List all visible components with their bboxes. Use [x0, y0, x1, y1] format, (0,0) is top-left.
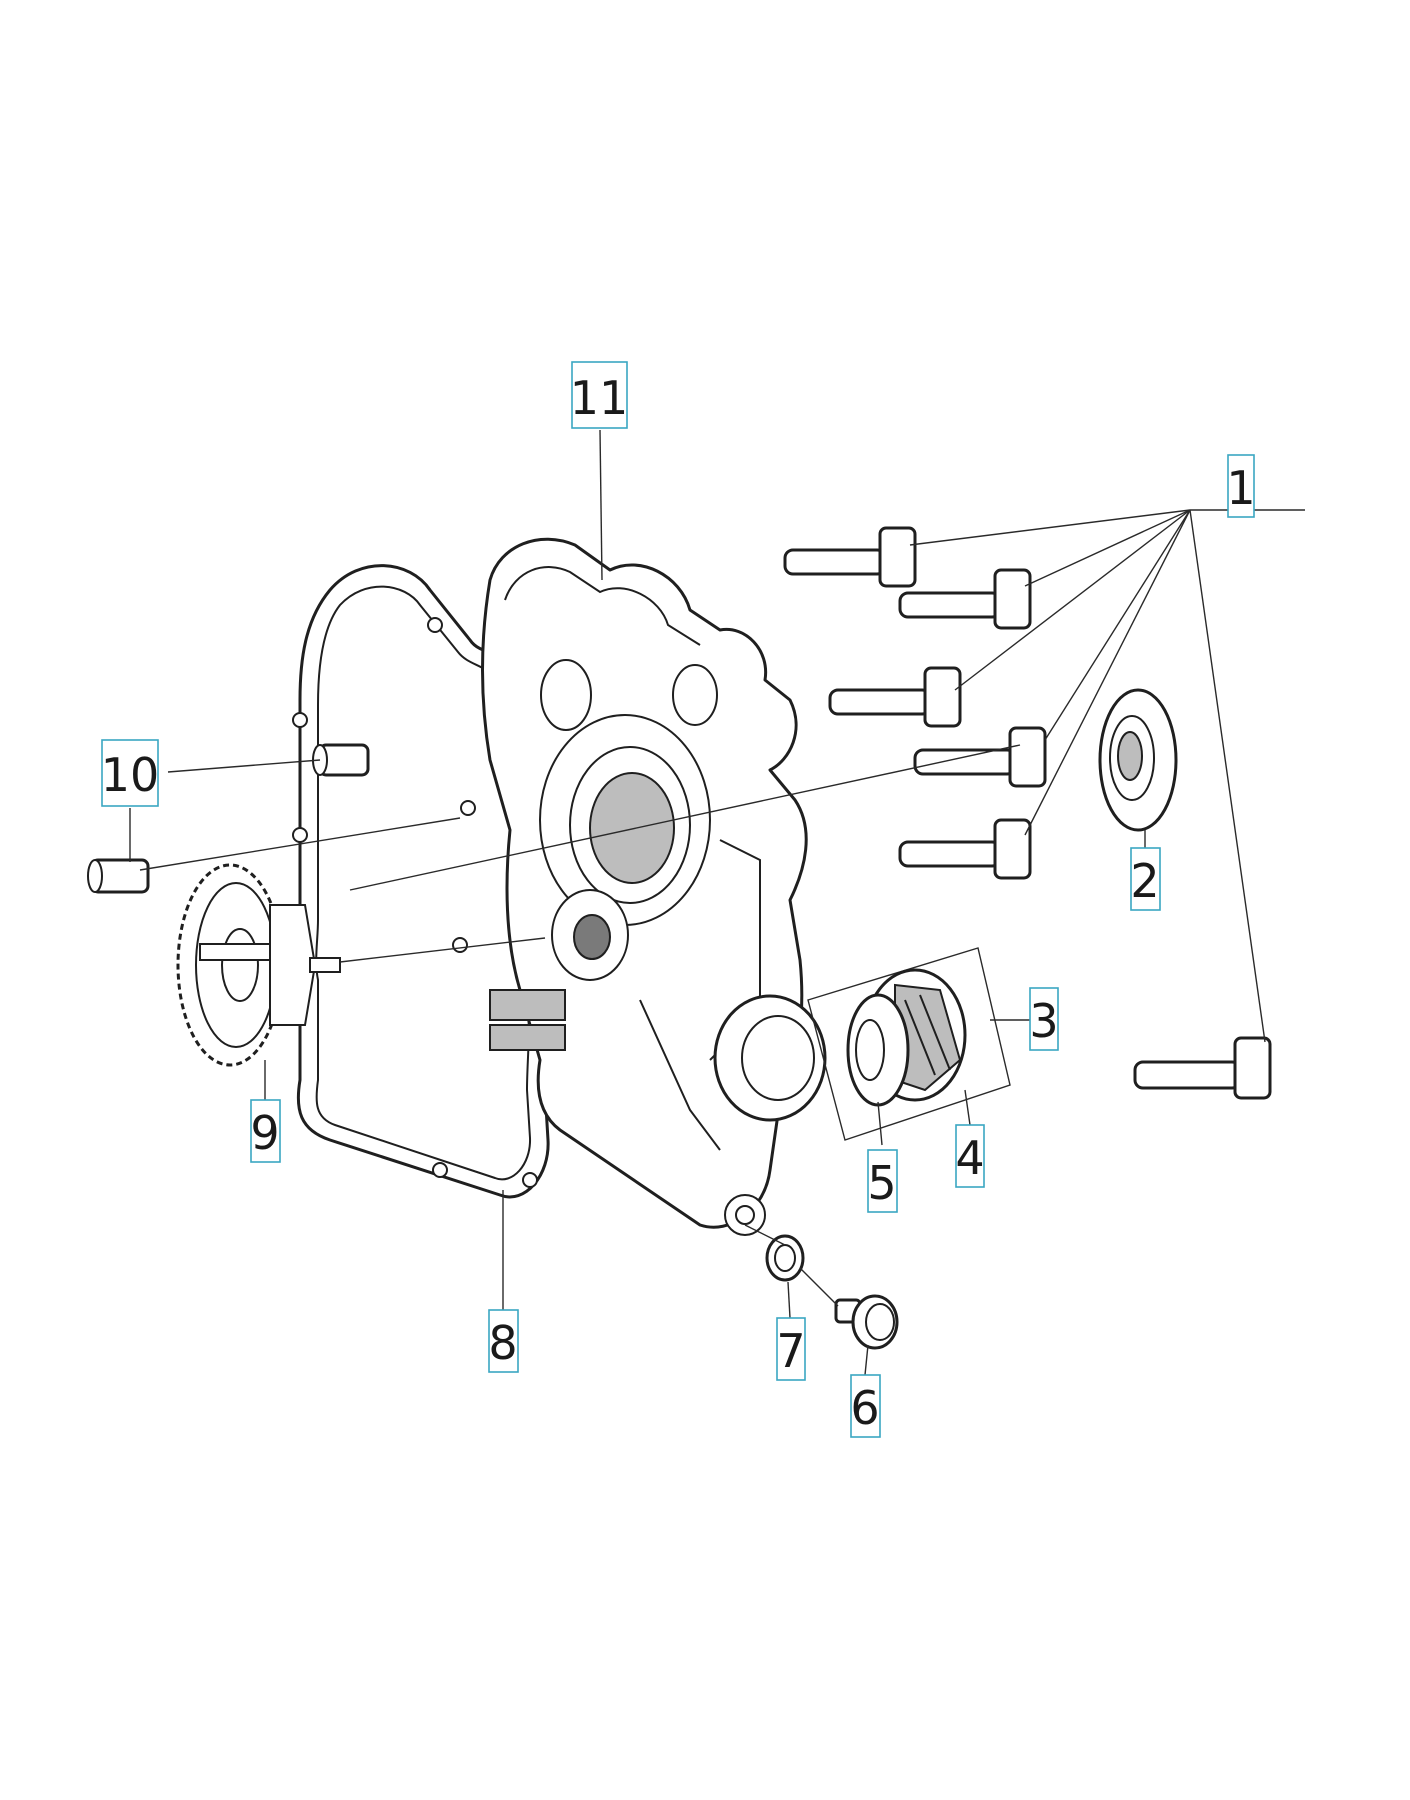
dowel-pin-part-10 [87, 743, 370, 894]
bolt-1c [828, 666, 962, 728]
callout-8: 8 [488, 1309, 519, 1373]
callout-6-label: 6 [850, 1381, 879, 1435]
gear-part-9 [176, 863, 341, 1067]
callout-5: 5 [867, 1149, 898, 1213]
oil-seal-part-2 [1098, 688, 1178, 832]
bolt-1a [783, 526, 917, 588]
callout-10-label: 10 [101, 748, 160, 802]
callout-1: 1 [1226, 454, 1256, 518]
leader-lines [129, 429, 1305, 1376]
callout-9-label: 9 [250, 1106, 279, 1160]
callout-3-label: 3 [1029, 994, 1058, 1048]
callout-2: 2 [1130, 847, 1161, 911]
bolt-1e [898, 818, 1032, 880]
washer-part-7 [765, 1234, 805, 1282]
callout-7-label: 7 [776, 1324, 805, 1378]
drain-plug-part-6 [834, 1294, 899, 1350]
bolt-1b [898, 568, 1032, 630]
callout-11: 11 [570, 361, 629, 429]
callout-10: 10 [101, 739, 160, 807]
callout-9: 9 [250, 1099, 281, 1163]
callout-6: 6 [850, 1374, 881, 1438]
callout-5-label: 5 [867, 1156, 896, 1210]
callout-3: 3 [1029, 987, 1059, 1051]
cap-assembly-part-3 [807, 947, 1011, 1141]
bolt-1d [913, 726, 1047, 788]
callout-4: 4 [955, 1124, 985, 1188]
o-ring-part-5 [846, 993, 910, 1107]
callout-8-label: 8 [488, 1316, 517, 1370]
bolt-group-part-1 [783, 526, 1272, 1100]
crankcase-cover-part-11 [481, 537, 827, 1236]
callout-2-label: 2 [1130, 854, 1159, 908]
callout-11-label: 11 [570, 371, 629, 425]
callout-7: 7 [776, 1317, 806, 1381]
callout-1-label: 1 [1226, 461, 1255, 515]
callout-4-label: 4 [955, 1131, 984, 1185]
bolt-1f [1133, 1036, 1272, 1100]
